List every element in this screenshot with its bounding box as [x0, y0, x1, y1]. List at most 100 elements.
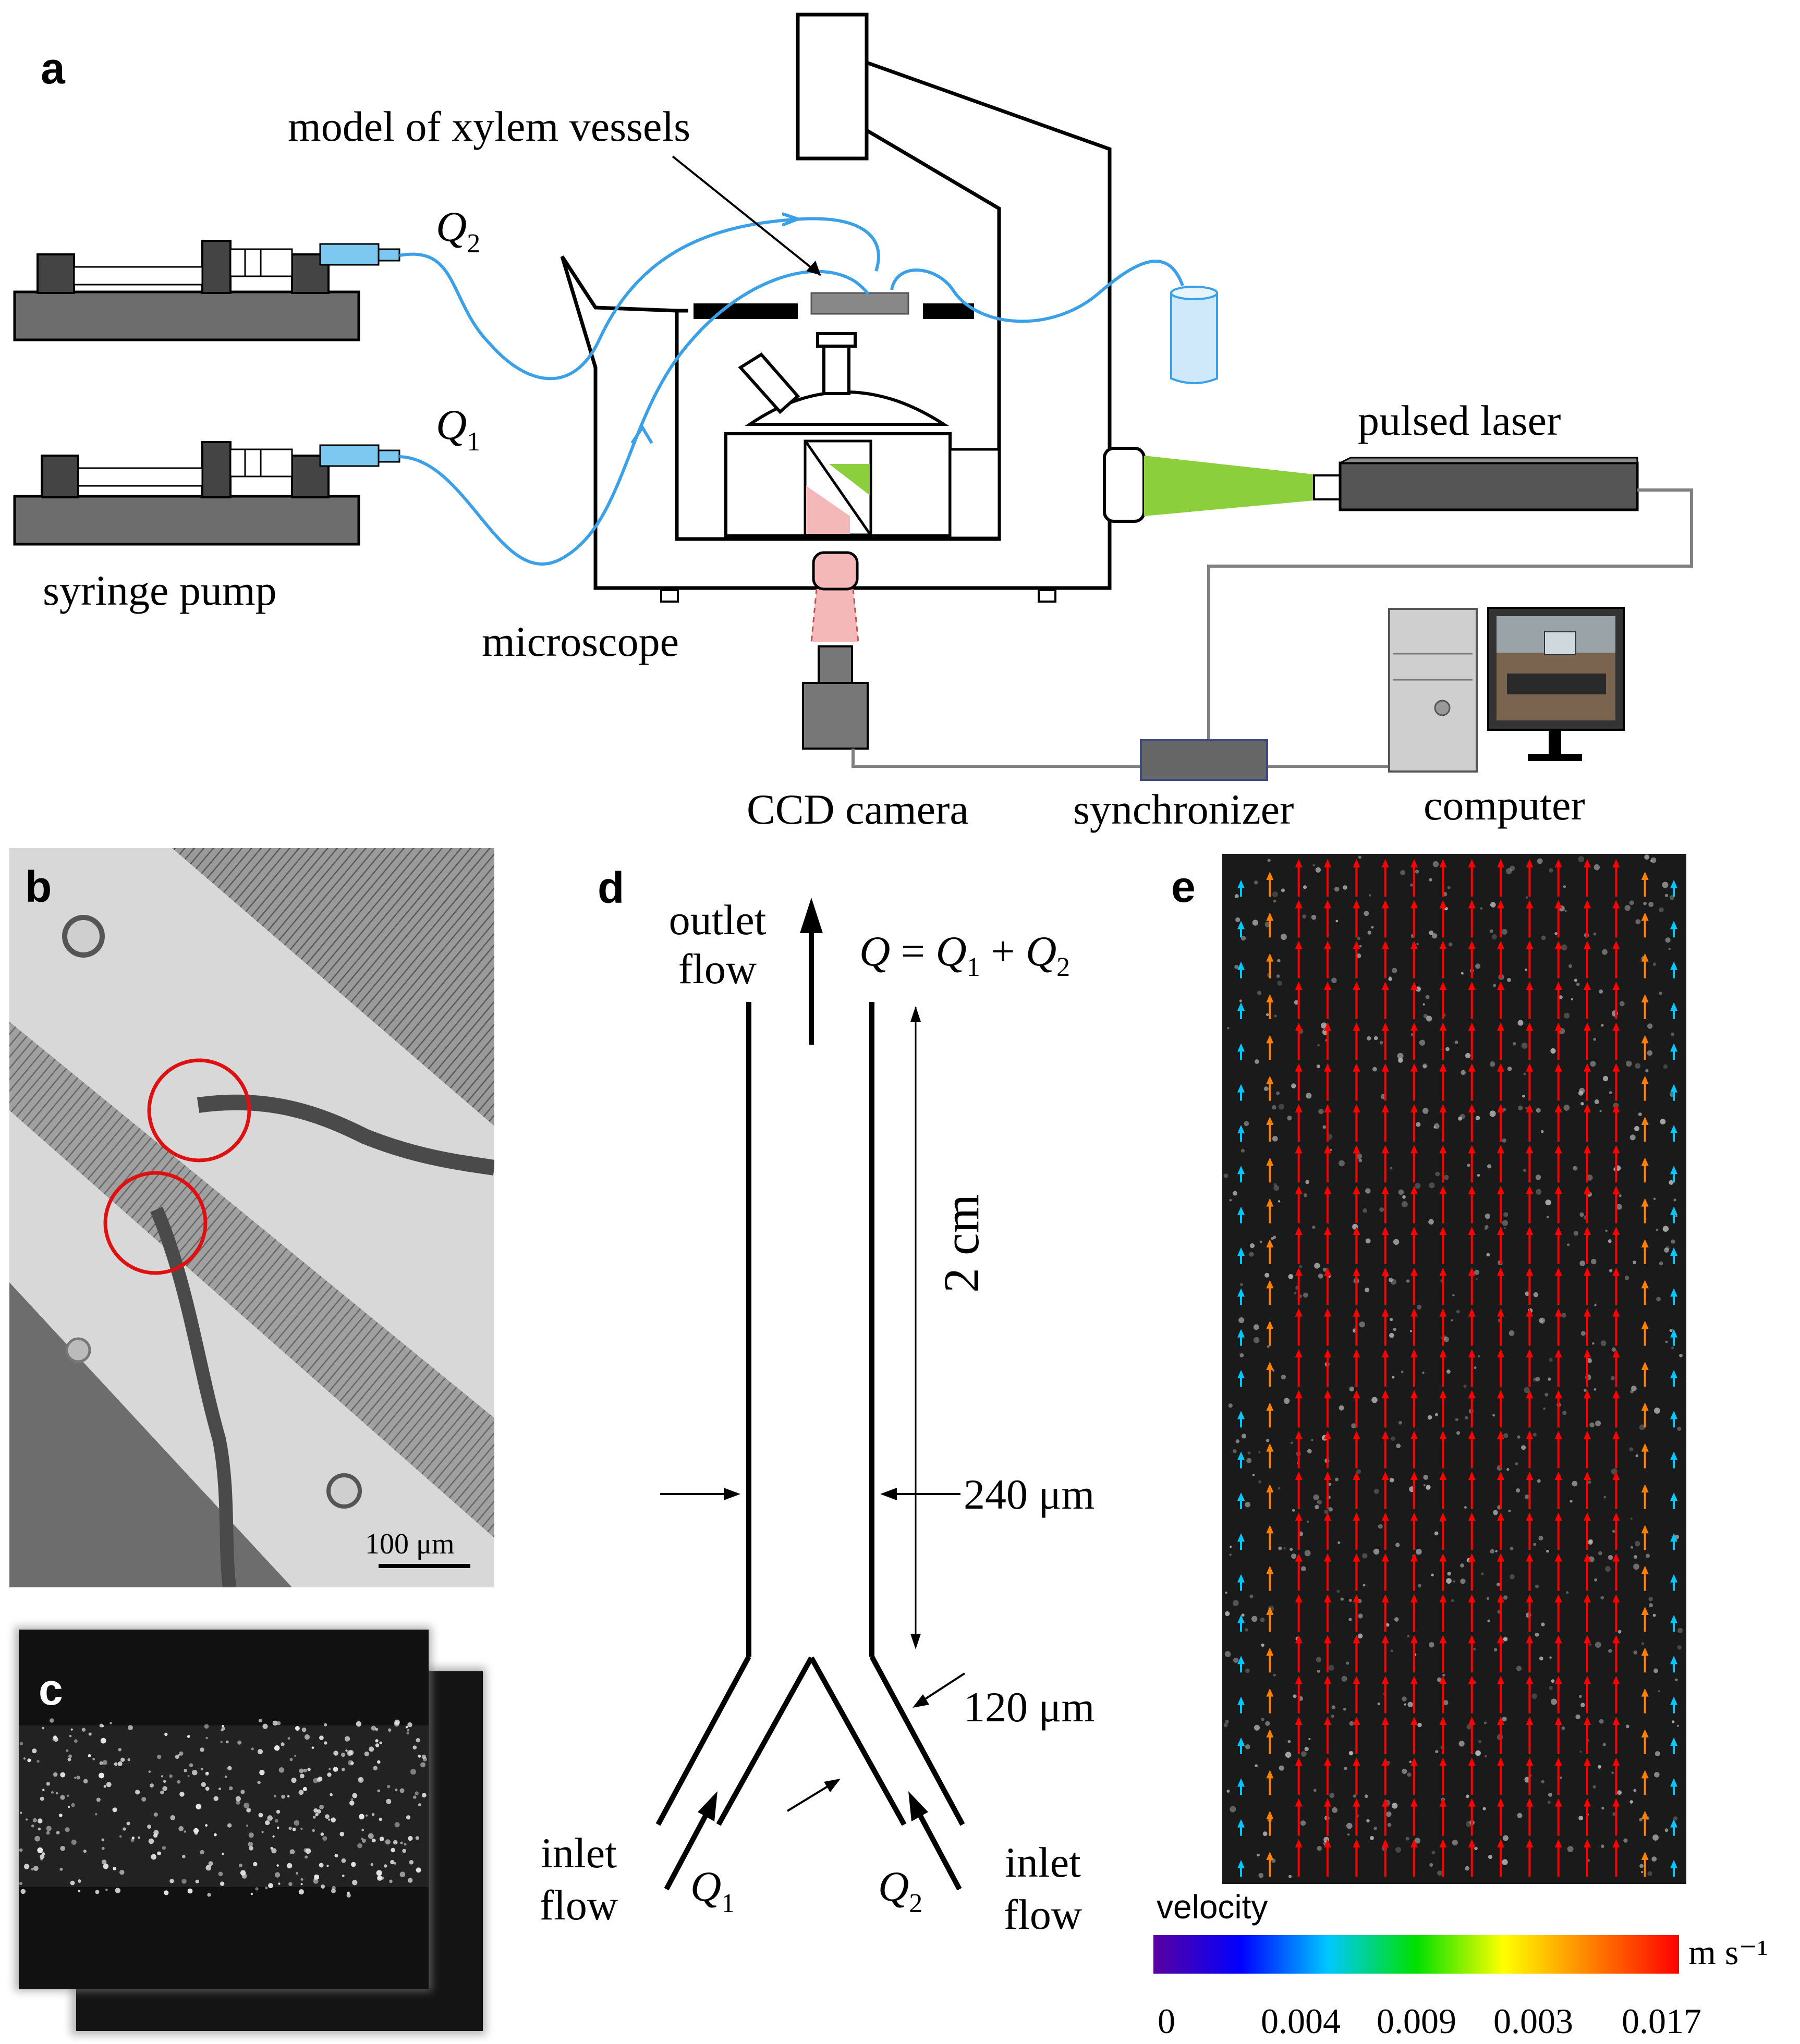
- velocity-arrow: [1584, 1675, 1591, 1713]
- particle-dot: [359, 1814, 364, 1820]
- particle-dot: [387, 1728, 392, 1732]
- particle-dot: [208, 1861, 213, 1866]
- particle-dot: [276, 1721, 281, 1725]
- junction-circle-2: [103, 1171, 208, 1275]
- particle-dot: [421, 1793, 427, 1798]
- particle-dot: [1422, 1003, 1425, 1006]
- particle-dot: [1318, 1274, 1323, 1279]
- particle-dot: [1629, 1134, 1636, 1141]
- velocity-arrow: [1497, 1145, 1504, 1183]
- particle-dot: [110, 1722, 112, 1724]
- particle-dot: [1645, 1069, 1649, 1073]
- velocity-arrow: [1554, 1472, 1562, 1509]
- velocity-arrow: [1439, 1798, 1447, 1836]
- particle-dot: [1262, 1831, 1268, 1837]
- particle-dot: [1594, 1304, 1597, 1306]
- velocity-arrow: [1612, 900, 1620, 938]
- particle-dot: [1451, 1599, 1454, 1602]
- velocity-arrow: [1266, 994, 1274, 1019]
- particle-dot: [317, 1809, 321, 1814]
- particle-dot: [214, 1833, 217, 1837]
- particle-dot: [331, 1817, 336, 1822]
- velocity-arrow: [1670, 1002, 1677, 1019]
- particle-dot: [46, 1831, 50, 1835]
- particle-dot: [1670, 1032, 1674, 1036]
- velocity-arrow: [1584, 1635, 1591, 1673]
- velocity-arrow: [1641, 872, 1649, 897]
- particle-dot: [342, 1875, 345, 1877]
- particle-dot: [1359, 1321, 1365, 1328]
- particle-dot: [1589, 1422, 1595, 1428]
- particle-dot: [1650, 857, 1657, 863]
- particle-dot: [1537, 858, 1543, 864]
- particle-dot: [1234, 894, 1239, 899]
- particle-dot: [1308, 1737, 1311, 1741]
- particle-dot: [1659, 907, 1664, 913]
- velocity-arrow: [1439, 1757, 1447, 1795]
- velocity-arrow: [1612, 1227, 1620, 1264]
- velocity-arrow: [1237, 1288, 1245, 1305]
- velocity-arrow: [1324, 982, 1331, 1019]
- velocity-arrow: [1295, 1063, 1303, 1101]
- velocity-arrow: [1670, 1084, 1677, 1101]
- particle-dot: [369, 1746, 374, 1752]
- particle-dot: [1249, 1243, 1255, 1249]
- panel-c: c: [15, 1626, 486, 2035]
- velocity-arrow: [1670, 1737, 1677, 1754]
- particle-dot: [399, 1871, 406, 1877]
- particle-dot: [1273, 1183, 1277, 1187]
- particle-dot: [1482, 1807, 1486, 1810]
- particle-dot: [1487, 1619, 1490, 1623]
- particle-dot: [1415, 1183, 1421, 1189]
- particle-dot: [229, 1786, 233, 1791]
- velocity-arrow: [1324, 1798, 1331, 1836]
- velocity-arrow: [1410, 1185, 1418, 1223]
- velocity-arrow: [1468, 1635, 1476, 1673]
- particle-dot: [313, 1816, 316, 1819]
- particle-dot: [164, 1732, 168, 1736]
- particle-dot: [407, 1729, 410, 1732]
- synchronizer-label: synchronizer: [1073, 786, 1294, 833]
- velocity-arrow: [1266, 1565, 1274, 1591]
- velocity-arrow: [1584, 859, 1591, 897]
- particle-dot: [147, 1825, 152, 1829]
- particle-dot: [1407, 1635, 1409, 1637]
- particle-dot: [1592, 1785, 1596, 1789]
- particle-dot: [311, 1746, 314, 1749]
- particle-dot: [1647, 1023, 1653, 1029]
- velocity-arrow: [1670, 1574, 1677, 1591]
- particle-dot: [187, 1888, 193, 1894]
- particle-dot: [1601, 1807, 1604, 1810]
- particle-dot: [101, 1724, 104, 1728]
- particle-dot: [1543, 1407, 1546, 1410]
- velocity-arrow: [1497, 982, 1504, 1019]
- particle-dot: [361, 1839, 366, 1843]
- velocity-arrow: [1641, 1688, 1649, 1713]
- velocity-arrow: [1410, 1308, 1418, 1346]
- syringe-pump-bottom: [13, 441, 400, 546]
- particle-dot: [1356, 1469, 1361, 1474]
- particle-dot: [218, 1871, 223, 1877]
- particle-dot: [240, 1870, 246, 1876]
- junction-circle-1: [147, 1058, 251, 1162]
- particle-dot: [1334, 886, 1340, 892]
- particle-dot: [1465, 1416, 1468, 1419]
- particle-dot: [1402, 1696, 1407, 1702]
- velocity-arrow: [1554, 1104, 1562, 1142]
- particle-dot: [71, 1839, 77, 1845]
- velocity-arrow: [1468, 1349, 1476, 1387]
- particle-dot: [356, 1721, 362, 1727]
- particle-dot: [19, 1848, 23, 1852]
- particle-dot: [59, 1814, 63, 1817]
- velocity-arrow: [1237, 1247, 1245, 1264]
- particle-dot: [1391, 1436, 1395, 1441]
- particle-dot: [1311, 1439, 1313, 1441]
- particle-dot: [1401, 1201, 1408, 1208]
- particle-dot: [1489, 1110, 1496, 1117]
- particle-dot: [1281, 1375, 1286, 1380]
- velocity-arrow: [1497, 1798, 1504, 1836]
- particle-dot: [1549, 1686, 1553, 1690]
- velocity-arrow: [1554, 1390, 1562, 1428]
- velocity-arrow: [1468, 1022, 1476, 1060]
